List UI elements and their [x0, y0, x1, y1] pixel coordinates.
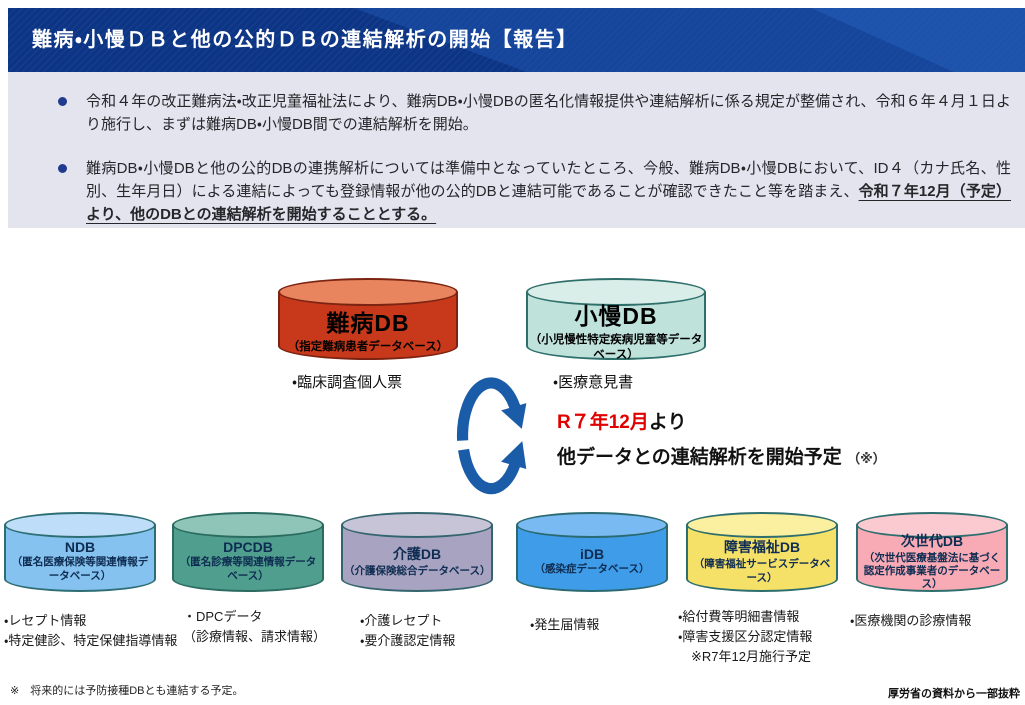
start-date-red: R７年12月 [557, 412, 649, 433]
cylinder-label: DPCDB （匿名診療等関連情報データベース） [175, 535, 321, 587]
list-item: （診療情報、請求情報） [183, 629, 327, 644]
nanbyo-db-item: ・臨床調査個人票 [292, 374, 403, 391]
shoman-db-item: ・医療意見書 [553, 374, 634, 391]
cylinder-label: iDB （感染症データベース） [519, 535, 665, 587]
idb-cylinder: iDB （感染症データベース） [516, 512, 668, 592]
cylinder-top [526, 278, 706, 306]
shogai-fukushi-db-cylinder: 障害福祉DB （障害福祉サービスデータベース） [686, 512, 838, 592]
db-name: iDB [579, 545, 605, 562]
list-item: ・特定健診、特定保健指導情報 [4, 633, 178, 648]
dpcdb-cylinder: DPCDB （匿名診療等関連情報データベース） [172, 512, 324, 592]
list-item: ・レセプト情報 [4, 613, 87, 628]
cylinder-top [172, 512, 324, 538]
db-subtitle: （次世代医療基盤法に基づく認定作成事業者のデータベース） [863, 551, 1001, 591]
kaigo-db-cylinder: 介護DB （介護保険総合データベース） [341, 512, 493, 592]
cylinder-top [516, 512, 668, 538]
db-name: 難病DB [326, 310, 410, 337]
shoman-db-cylinder: 小慢DB （小児慢性特定疾病児童等データベース） [526, 278, 706, 361]
list-item: ・発生届情報 [530, 617, 600, 632]
idb-items: ・発生届情報 [530, 615, 680, 635]
cylinder-label: 障害福祉DB （障害福祉サービスデータベース） [689, 535, 835, 587]
jisedai-db-items: ・医療機関の診療情報 [850, 611, 1020, 631]
db-subtitle: （小児慢性特定疾病児童等データベース） [529, 333, 703, 361]
summary-text-2: 難病DB・小慢DBと他の公的DBの連携解析については準備中となっていたところ、今… [86, 157, 1011, 226]
cylinder-top [856, 512, 1008, 538]
list-item: ※R7年12月施行予定 [678, 649, 811, 664]
dpcdb-items: ・DPCデータ （診療情報、請求情報） [183, 607, 351, 647]
start-date-suffix: より [648, 412, 687, 433]
db-subtitle: （障害福祉サービスデータベース） [693, 558, 831, 584]
start-date-line: R７年12月より [557, 407, 686, 434]
cylinder-label: NDB （匿名医療保険等関連情報データベース） [7, 535, 153, 587]
cylinder-label: 次世代DB （次世代医療基盤法に基づく認定作成事業者のデータベース） [859, 533, 1005, 590]
ndb-items: ・レセプト情報・特定健診、特定保健指導情報 [4, 611, 184, 651]
summary-text-1-body: 令和４年の改正難病法・改正児童福祉法により、難病DB・小慢DBの匿名化情報提供や… [86, 93, 1011, 133]
db-subtitle: （感染症データベース） [534, 562, 650, 575]
cylinder-label: 難病DB （指定難病患者データベース） [281, 304, 455, 355]
ndb-cylinder: NDB （匿名医療保険等関連情報データベース） [4, 512, 156, 592]
page-title: 難病・小慢ＤＢと他の公的ＤＢの連結解析の開始【報告】 [32, 29, 578, 51]
nanbyo-db-cylinder: 難病DB （指定難病患者データベース） [278, 278, 458, 360]
cylinder-body [341, 525, 493, 592]
db-subtitle: （匿名診療等関連情報データベース） [179, 556, 317, 582]
cycle-arrows-icon [456, 377, 527, 495]
db-subtitle: （介護保険総合データベース） [344, 564, 491, 577]
bullet-icon [58, 97, 67, 106]
cylinder-top [341, 512, 493, 538]
list-item: ・DPCデータ [183, 609, 263, 624]
summary-bullet-2: 難病DB・小慢DBと他の公的DBの連携解析については準備中となっていたところ、今… [58, 157, 1011, 226]
jisedai-db-cylinder: 次世代DB （次世代医療基盤法に基づく認定作成事業者のデータベース） [856, 512, 1008, 592]
list-item: ・障害支援区分認定情報 [678, 629, 813, 644]
source-attribution: 厚労省の資料から一部抜粋 [888, 688, 1020, 700]
summary-text-1: 令和４年の改正難病法・改正児童福祉法により、難病DB・小慢DBの匿名化情報提供や… [86, 90, 1011, 136]
cylinder-top [686, 512, 838, 538]
cylinder-label: 介護DB （介護保険総合データベース） [344, 535, 490, 587]
start-description: 他データとの連結解析を開始予定 [557, 447, 842, 468]
list-item: ・医療機関の診療情報 [850, 613, 972, 628]
kaigo-db-items: ・介護レセプト・要介護認定情報 [360, 611, 520, 651]
db-name: 次世代DB [900, 532, 964, 549]
list-item: ・介護レセプト [360, 613, 443, 628]
title-bar: 難病・小慢ＤＢと他の公的ＤＢの連結解析の開始【報告】 [8, 8, 1025, 72]
emphasis-underlined-text: 令和７年12月（予定）より、他のDBとの連結解析を開始することとする。 [86, 183, 1012, 223]
db-name: NDB [64, 539, 96, 556]
db-name: 介護DB [392, 545, 442, 562]
db-name: DPCDB [223, 539, 273, 556]
list-item: ・給付費等明細書情報 [678, 609, 800, 624]
cylinder-top [4, 512, 156, 538]
start-description-line: 他データとの連結解析を開始予定 （※） [557, 442, 886, 469]
bullet-icon [58, 164, 67, 173]
db-subtitle: （指定難病患者データベース） [287, 341, 449, 354]
db-name: 障害福祉DB [723, 539, 801, 556]
shogai-fukushi-db-items: ・給付費等明細書情報・障害支援区分認定情報 ※R7年12月施行予定 [678, 607, 856, 667]
summary-bullet-1: 令和４年の改正難病法・改正児童福祉法により、難病DB・小慢DBの匿名化情報提供や… [58, 90, 1011, 136]
db-subtitle: （匿名医療保険等関連情報データベース） [11, 556, 149, 582]
list-item: ・要介護認定情報 [360, 633, 456, 648]
cylinder-label: 小慢DB （小児慢性特定疾病児童等データベース） [529, 303, 703, 361]
footnote: ※ 将来的には予防接種DBとも連結する予定。 [10, 685, 244, 697]
summary-text-2-body: 難病DB・小慢DBと他の公的DBの連携解析については準備中となっていたところ、今… [86, 160, 1011, 200]
summary-box: 令和４年の改正難病法・改正児童福祉法により、難病DB・小慢DBの匿名化情報提供や… [8, 72, 1025, 228]
asterisk-reference: （※） [847, 451, 886, 466]
db-name: 小慢DB [574, 302, 658, 329]
cylinder-top [278, 278, 458, 306]
